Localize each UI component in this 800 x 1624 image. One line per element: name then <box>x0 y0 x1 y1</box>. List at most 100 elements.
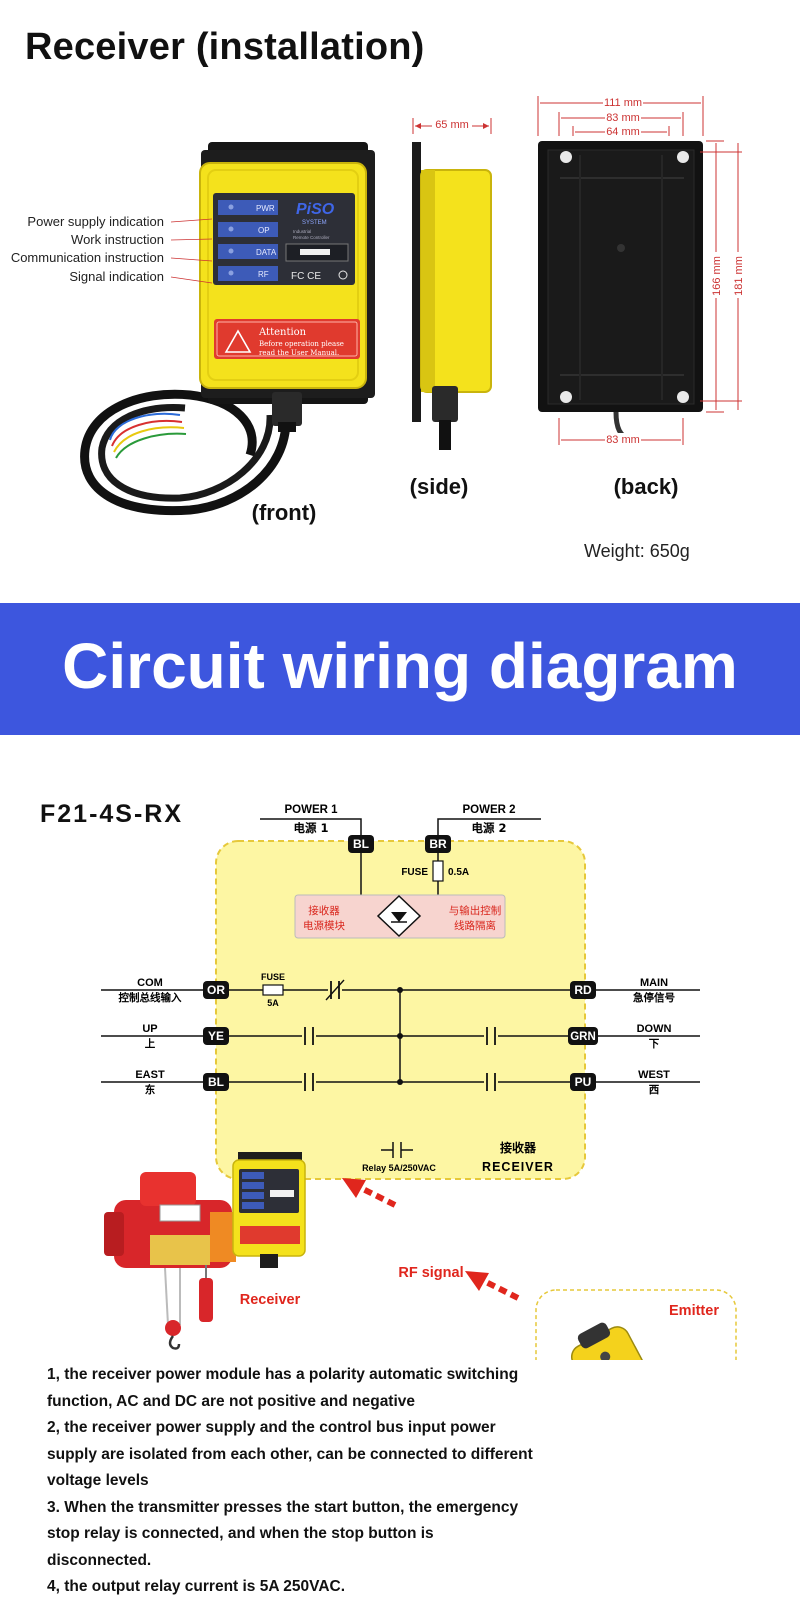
back-height-166: 166 mm <box>711 256 723 296</box>
rf-signal-label: RF signal <box>398 1265 463 1281</box>
info-icon <box>338 270 348 280</box>
notes: 1, the receiver power module has a polar… <box>47 1362 537 1601</box>
indicator-callouts: Power supply indication Work instruction… <box>11 214 213 284</box>
receiver-installation-figure: PWR OP DATA RF PiSO SYSTEM Industrial Re… <box>11 96 745 525</box>
attention-label <box>214 319 360 359</box>
device-tagline-2: Remote Controller <box>293 235 330 240</box>
emitter-label: Emitter <box>669 1303 719 1319</box>
line-east-cn: 东 <box>145 1083 156 1096</box>
rf-signal-arrow-icon <box>342 1178 520 1301</box>
line-west-en: WEST <box>638 1069 670 1081</box>
receiver-side-view: 65 mm <box>412 118 492 450</box>
rf-led-icon <box>228 270 234 276</box>
rectifier-icon <box>376 894 422 938</box>
relay-legend-icon <box>381 1142 413 1158</box>
receiver-front-view: PWR OP DATA RF PiSO SYSTEM Industrial Re… <box>80 142 375 516</box>
fuse-com-value: 5A <box>267 998 279 1008</box>
fuse-com-icon <box>262 984 284 996</box>
terminal-or-label: OR <box>207 983 225 997</box>
line-up-cn: 上 <box>145 1037 156 1050</box>
caption-side: (side) <box>410 474 469 499</box>
terminal-ye <box>203 1027 229 1045</box>
weight-text: Weight: 650g <box>584 541 690 561</box>
no-contact-icons <box>302 1026 498 1092</box>
mount-hole-icon <box>560 151 572 163</box>
caption-front: (front) <box>252 500 317 525</box>
callout-communication: Communication instruction <box>11 250 164 265</box>
note-2: 2, the receiver power supply and the con… <box>47 1419 533 1489</box>
note-3: 3. When the transmitter presses the star… <box>47 1498 519 1569</box>
back-width-111: 111 mm <box>604 97 642 109</box>
line-west-cn: 西 <box>649 1084 660 1096</box>
section-banner: Circuit wiring diagram <box>0 603 800 735</box>
device-cert-marks: FC CE <box>291 271 321 282</box>
device-brand-sub: SYSTEM <box>302 220 327 226</box>
indicator-rf: RF <box>258 270 269 279</box>
relay-legend-text: Relay 5A/250VAC <box>362 1163 436 1173</box>
side-depth-label: 65 mm <box>435 119 469 131</box>
terminal-bl-power <box>348 835 374 853</box>
terminal-grn <box>568 1027 598 1045</box>
wiring-diagram: POWER 1 电源 1 POWER 2 电源 2 BL BR FUSE 0.5… <box>101 804 737 1360</box>
indicator-data: DATA <box>256 248 277 257</box>
terminal-rd <box>570 981 596 999</box>
attention-line-1: Before operation please <box>259 340 344 348</box>
fuse-power-icon <box>432 860 444 882</box>
indicator-op: OP <box>258 226 270 235</box>
terminal-bl-power-label: BL <box>353 837 369 851</box>
back-width-83: 83 mm <box>606 112 640 124</box>
line-up-en: UP <box>142 1023 157 1035</box>
nc-contact-icon <box>325 979 345 1001</box>
attention-line-2: read the User Manual. <box>259 349 339 357</box>
remote-transmitter-illustration <box>571 1322 677 1360</box>
data-led-icon <box>228 248 234 254</box>
callout-work-instruction: Work instruction <box>71 232 164 247</box>
warning-icon <box>224 329 252 353</box>
terminal-bl-label: BL <box>208 1075 224 1089</box>
back-width-64: 64 mm <box>606 126 640 138</box>
terminal-pu-label: PU <box>575 1075 592 1089</box>
fuse-com-label: FUSE <box>261 972 285 982</box>
attention-title: Attention <box>258 327 307 338</box>
power1-cn: 电源 1 <box>293 821 328 835</box>
page-title: Receiver (installation) <box>25 26 425 68</box>
line-main-cn: 急停信号 <box>633 991 675 1004</box>
terminal-br-power-label: BR <box>429 837 447 851</box>
fuse-power-value: 0.5A <box>448 867 469 878</box>
callout-power-supply: Power supply indication <box>27 214 164 229</box>
power2-cn: 电源 2 <box>471 821 506 835</box>
module-left-2: 电源模块 <box>303 919 345 932</box>
line-east-en: EAST <box>135 1069 165 1081</box>
receiver-en: RECEIVER <box>482 1160 554 1174</box>
line-down-en: DOWN <box>637 1023 672 1035</box>
receiver-cn: 接收器 <box>500 1140 537 1155</box>
module-right-2: 线路隔离 <box>454 919 496 932</box>
receiver-photo <box>232 1152 306 1268</box>
model-label: F21-4S-RX <box>40 800 184 828</box>
note-4: 4, the output relay current is 5A 250VAC… <box>47 1578 346 1595</box>
line-com-cn: 控制总线输入 <box>119 991 182 1004</box>
back-bottom-83: 83 mm <box>606 434 640 446</box>
callout-signal: Signal indication <box>69 269 164 284</box>
receiver-back-view: 111 mm 83 mm 64 mm 83 mm 166 mm 181 mm <box>537 96 745 446</box>
terminal-ye-label: YE <box>208 1029 224 1043</box>
power1-en: POWER 1 <box>284 804 338 816</box>
terminal-grn-label: GRN <box>570 1031 596 1043</box>
terminal-pu <box>570 1073 596 1091</box>
power2-en: POWER 2 <box>462 804 515 816</box>
line-com-en: COM <box>137 977 163 989</box>
receiver-label: Receiver <box>240 1292 301 1308</box>
line-down-cn: 下 <box>649 1038 660 1050</box>
indicator-pwr: PWR <box>256 204 275 213</box>
back-height-181: 181 mm <box>733 256 745 296</box>
device-brand: PiSO <box>296 201 335 218</box>
module-left-1: 接收器 <box>308 904 340 917</box>
op-led-icon <box>228 226 234 232</box>
line-main-en: MAIN <box>640 977 668 989</box>
terminal-bl <box>203 1073 229 1091</box>
note-1: 1, the receiver power module has a polar… <box>47 1366 519 1410</box>
fuse-power-label: FUSE <box>401 867 428 878</box>
terminal-rd-label: RD <box>574 983 592 997</box>
hoist-illustration <box>104 1172 236 1350</box>
terminal-or <box>203 981 229 999</box>
